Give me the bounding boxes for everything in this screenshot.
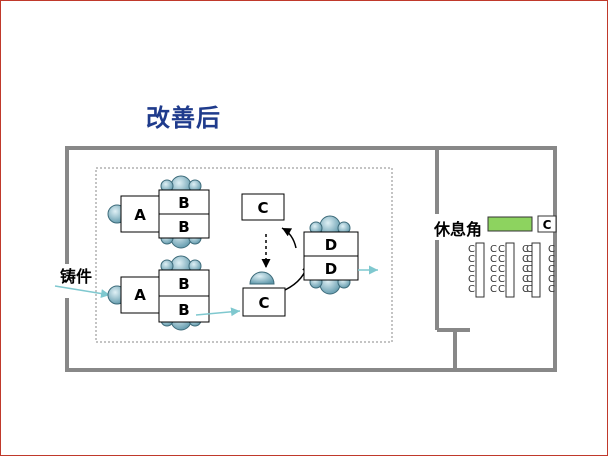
station-b-bottom-1 bbox=[158, 269, 210, 297]
chair-glyph: C bbox=[548, 264, 555, 275]
chair-glyph: C bbox=[526, 254, 533, 265]
station-b-top-1 bbox=[158, 189, 210, 215]
flow-arrow-b-to-c bbox=[195, 307, 241, 317]
chair-glyph: C bbox=[498, 274, 505, 285]
rest-area-seat-glyph: C bbox=[543, 218, 552, 232]
chair-glyph: C bbox=[548, 254, 555, 265]
chair-glyph: C bbox=[526, 274, 533, 285]
chair-glyph: C bbox=[468, 284, 475, 295]
inflow-arrow bbox=[54, 285, 111, 298]
chair-glyph: C bbox=[498, 284, 505, 295]
station-b-top-2-label: B bbox=[178, 218, 189, 236]
chair-glyph: C bbox=[468, 264, 475, 275]
rest-area-label: 休息角 bbox=[434, 220, 483, 239]
chair-glyph: C bbox=[490, 264, 497, 275]
chair-glyph: C bbox=[468, 244, 475, 255]
chair-glyph: C bbox=[522, 254, 529, 265]
station-d-top-label: D bbox=[325, 236, 337, 254]
rest-area-tables bbox=[475, 242, 541, 298]
chair-glyph: C bbox=[490, 254, 497, 265]
station-b-bottom-2-label: B bbox=[178, 301, 189, 319]
cell-bottom: A B B bbox=[107, 255, 210, 331]
cell-top: A B B bbox=[107, 175, 210, 249]
station-b-bottom-1-label: B bbox=[178, 275, 189, 293]
work-area-boundary bbox=[95, 167, 393, 343]
chair-glyph: C bbox=[522, 284, 529, 295]
chair-glyph: C bbox=[522, 244, 529, 255]
station-c-bottom-label: C bbox=[258, 294, 269, 312]
rest-area-seat bbox=[537, 215, 557, 233]
chair-glyph: C bbox=[490, 274, 497, 285]
station-c-bottom bbox=[242, 287, 286, 317]
station-b-top-1-label: B bbox=[178, 194, 189, 212]
chair-glyph: C bbox=[498, 254, 505, 265]
station-a-bottom-label: A bbox=[134, 286, 146, 304]
chair-glyph: C bbox=[548, 244, 555, 255]
station-a-bottom bbox=[120, 276, 160, 314]
operator-figure bbox=[249, 271, 275, 285]
station-b-top-2 bbox=[158, 213, 210, 239]
chair-glyph: C bbox=[522, 274, 529, 285]
chair-glyph: C bbox=[526, 284, 533, 295]
factory-walls bbox=[65, 146, 557, 372]
chair-glyph: C bbox=[490, 284, 497, 295]
casting-label: 铸件 bbox=[60, 267, 93, 286]
station-a-top-label: A bbox=[134, 206, 146, 224]
chair-glyph: C bbox=[468, 254, 475, 265]
chair-glyph: C bbox=[490, 244, 497, 255]
chair-glyph: C bbox=[526, 244, 533, 255]
station-d-mid bbox=[303, 255, 359, 281]
station-c-top-label: C bbox=[257, 199, 268, 217]
station-b-bottom-2 bbox=[158, 295, 210, 323]
chair-glyph: C bbox=[548, 274, 555, 285]
chair-glyph: C bbox=[526, 264, 533, 275]
chair-glyph: C bbox=[468, 274, 475, 285]
station-c-top bbox=[241, 193, 285, 221]
rest-area-bar bbox=[487, 216, 533, 232]
station-d-top bbox=[303, 231, 359, 257]
curve-arrow-d-to-c bbox=[281, 227, 297, 249]
chair-glyph: C bbox=[498, 244, 505, 255]
station-a-top bbox=[120, 195, 160, 233]
chair-glyph: C bbox=[498, 264, 505, 275]
station-d-mid-label: D bbox=[325, 260, 337, 278]
chair-glyph: C bbox=[522, 264, 529, 275]
chair-glyph: C bbox=[548, 284, 555, 295]
slide-title: 改善后 bbox=[146, 104, 221, 132]
